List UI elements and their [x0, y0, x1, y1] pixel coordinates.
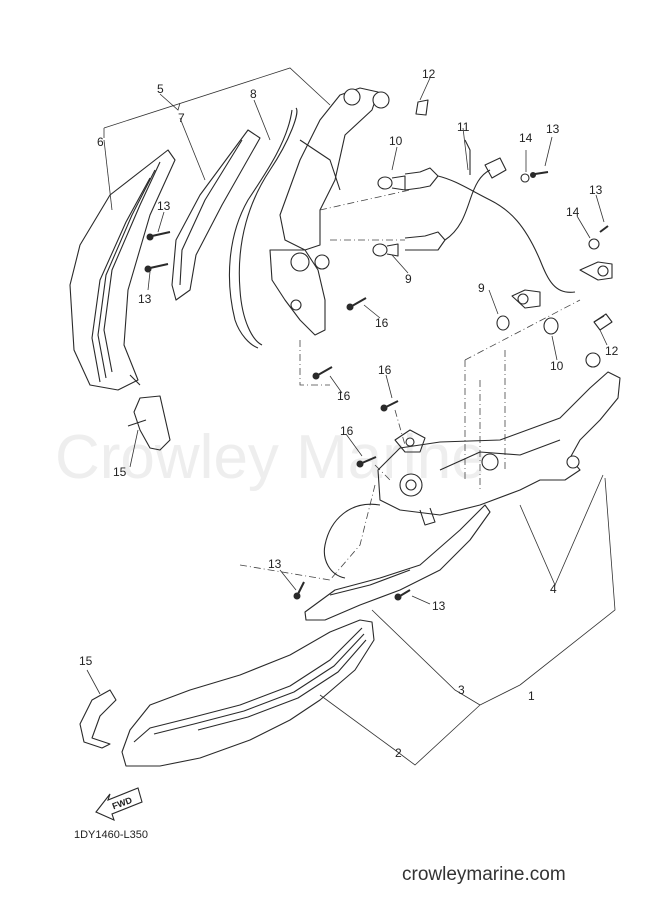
diagram-code: 1DY1460-L350	[74, 829, 148, 841]
callout-1: 1	[528, 689, 535, 703]
leader-lines	[86, 67, 616, 766]
callout-9a: 9	[405, 272, 412, 286]
callout-16c: 16	[337, 389, 351, 403]
callout-14a: 14	[519, 131, 533, 145]
callout-7: 7	[178, 111, 185, 125]
callout-2: 2	[395, 746, 402, 760]
callout-3: 3	[458, 683, 465, 697]
callout-15b: 15	[79, 654, 93, 668]
lower-housing-assembly	[79, 315, 621, 767]
callout-13e: 13	[268, 557, 282, 571]
callout-labels: 5 6 7 8 12 10 11 14 13 13 14 13 13 9 9 1…	[79, 67, 619, 760]
callout-5: 5	[157, 82, 164, 96]
footer-site-name: crowleymarine.com	[402, 864, 566, 885]
assembly-lines	[239, 189, 581, 581]
callout-4: 4	[550, 582, 557, 596]
callout-10b: 10	[550, 359, 564, 373]
callout-8: 8	[250, 87, 257, 101]
forward-arrow-icon: FWD	[95, 787, 143, 822]
callout-11: 11	[457, 120, 470, 134]
callout-10a: 10	[389, 134, 403, 148]
callout-13d: 13	[138, 292, 152, 306]
callout-13b: 13	[589, 183, 603, 197]
callout-13c: 13	[157, 199, 171, 213]
callout-14b: 14	[566, 205, 580, 219]
callout-13f: 13	[432, 599, 446, 613]
callout-6: 6	[97, 135, 104, 149]
callout-12a: 12	[422, 67, 436, 81]
callout-16a: 16	[375, 316, 389, 330]
callout-13a: 13	[546, 122, 560, 136]
callout-16b: 16	[378, 363, 392, 377]
upper-lens-assembly	[69, 87, 613, 451]
callout-9b: 9	[478, 281, 485, 295]
callout-16d: 16	[340, 424, 354, 438]
callout-15a: 15	[113, 465, 127, 479]
callout-12b: 12	[605, 344, 619, 358]
